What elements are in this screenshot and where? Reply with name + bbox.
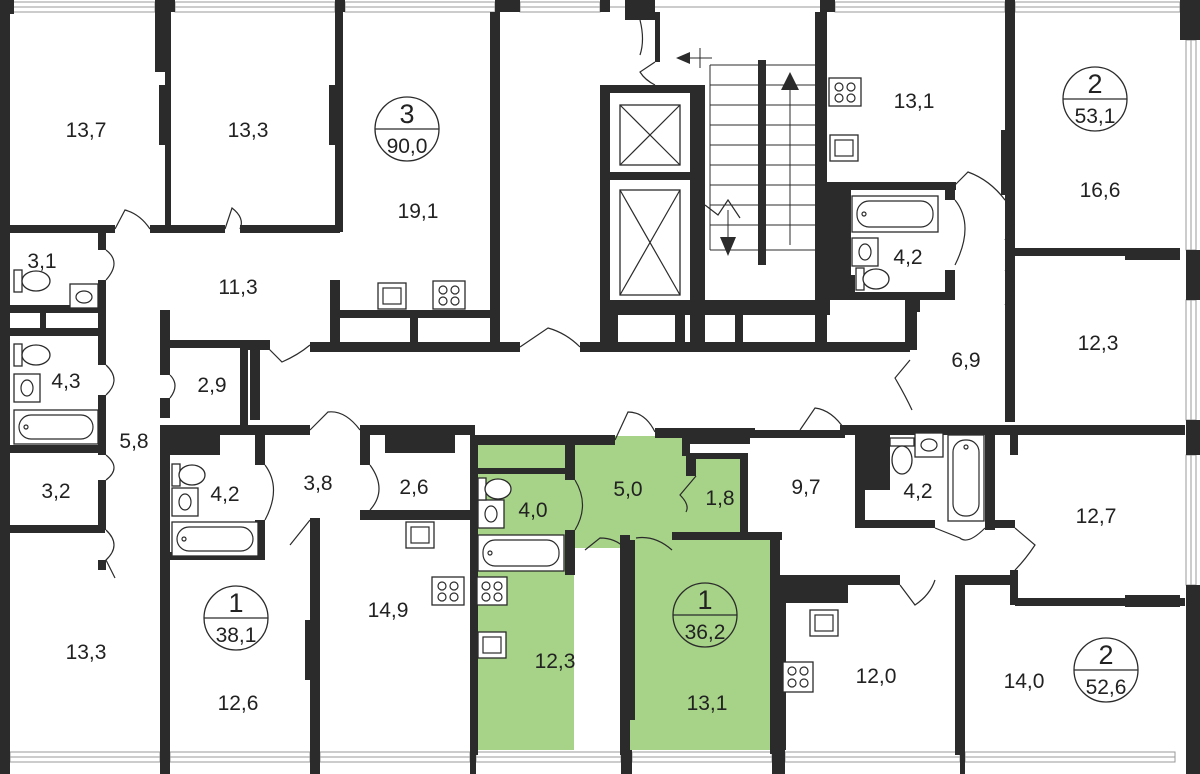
stove-icon: [431, 77, 862, 693]
staircase: [704, 64, 815, 251]
room-area: 9,7: [791, 476, 820, 499]
apartment-badge-highlighted: 1 36,2: [672, 582, 738, 648]
room-area: 12,3: [535, 650, 576, 673]
apartment-total-area: 36,2: [685, 621, 726, 644]
apartment-total-area: 52,6: [1086, 676, 1127, 699]
apartment-total-area: 53,1: [1075, 105, 1116, 128]
room-area: 14,9: [368, 599, 409, 622]
bathtub-icon: [13, 195, 985, 572]
apartment-badge: 3 90,0: [374, 96, 440, 162]
sink-icon: [13, 134, 944, 659]
room-area: 13,7: [66, 119, 107, 142]
stair-up-arrow-icon: [781, 72, 799, 245]
apartment-badge: 2 53,1: [1062, 66, 1128, 132]
toilet-icon: [13, 267, 915, 501]
apartment-badge: 1 38,1: [203, 585, 269, 651]
room-area: 12,0: [856, 665, 897, 688]
apartment-rooms: 2: [1098, 640, 1113, 670]
room-area: 4,2: [903, 480, 932, 503]
room-area: 1,8: [705, 487, 734, 510]
apartment-rooms: 1: [228, 588, 243, 618]
room-area: 5,8: [119, 430, 148, 453]
room-area: 5,0: [613, 478, 642, 501]
apartment-rooms: 3: [399, 99, 414, 129]
entrance-arrow-icon: [676, 48, 712, 68]
room-area: 16,6: [1080, 179, 1121, 202]
room-area: 12,6: [218, 692, 259, 715]
room-area: 2,6: [399, 476, 428, 499]
room-area: 2,9: [197, 374, 226, 397]
apartment-badge: 2 52,6: [1073, 637, 1139, 703]
room-area: 13,1: [894, 90, 935, 113]
stair-down-arrow-icon: [720, 237, 736, 256]
apartment-total-area: 38,1: [216, 624, 257, 647]
room-area: 3,2: [41, 480, 70, 503]
room-area: 14,0: [1004, 670, 1045, 693]
apartment-total-area: 90,0: [387, 135, 428, 158]
room-area: 13,1: [687, 692, 728, 715]
room-area: 13,3: [228, 119, 269, 142]
room-area: 4,2: [210, 483, 239, 506]
room-area: 4,0: [518, 499, 547, 522]
room-area: 6,9: [951, 349, 980, 372]
room-area: 4,3: [51, 370, 80, 393]
room-area: 4,2: [893, 246, 922, 269]
room-area-labels: 13,7 13,3 19,1 3,1 11,3 4,3 2,9 5,8 3,2 …: [27, 90, 1120, 715]
doors: [105, 19, 1036, 606]
room-area: 12,3: [1078, 332, 1119, 355]
room-area: 3,8: [303, 472, 332, 495]
apartment-rooms: 2: [1087, 69, 1102, 99]
room-area: 12,7: [1076, 505, 1117, 528]
room-area: 13,3: [66, 641, 107, 664]
room-area: 19,1: [398, 200, 439, 223]
elevator-icon: [619, 104, 681, 296]
room-area: 3,1: [27, 250, 56, 273]
highlighted-apartment-fill: [474, 436, 772, 750]
apartment-rooms: 1: [697, 585, 712, 615]
room-area: 11,3: [218, 276, 257, 299]
